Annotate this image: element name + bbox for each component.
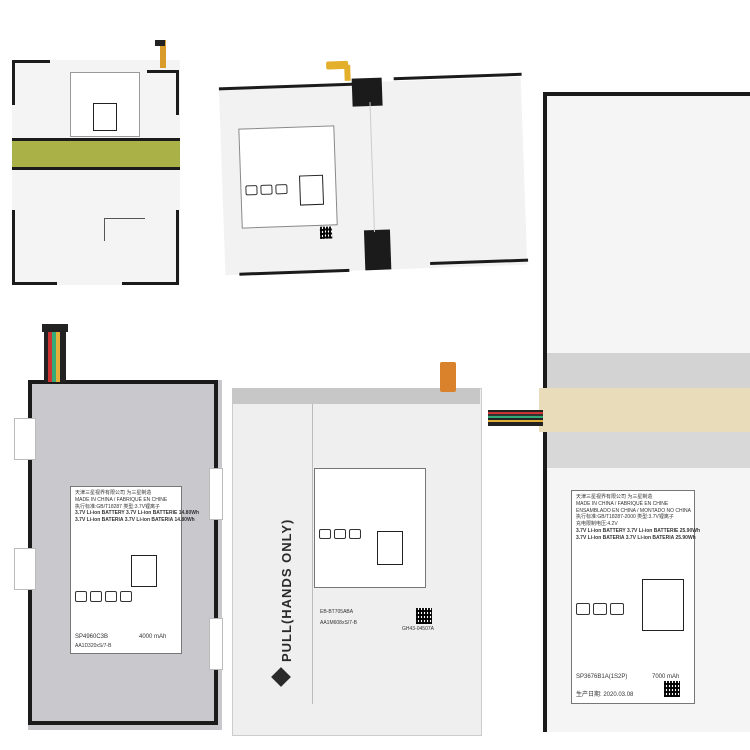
flex-connector bbox=[160, 40, 166, 68]
label-line: 天津三星视界有限公司 为三星制造 bbox=[576, 494, 653, 500]
recycle-bin-icon bbox=[298, 174, 325, 206]
cert-icon bbox=[349, 529, 361, 539]
cert-icons bbox=[245, 183, 288, 196]
cert-icon bbox=[260, 184, 273, 195]
cert-icon bbox=[90, 591, 102, 602]
label-line: 3.7V Li-ion BATTERY 3.7V Li-ion BATTERIE… bbox=[75, 510, 199, 517]
battery-bottom-left: 天津三星视界有限公司 为三星制造 MADE IN CHINA / FABRIQU… bbox=[14, 318, 223, 738]
white-tab bbox=[14, 548, 36, 590]
battery-label bbox=[238, 125, 338, 229]
recycle-bin-icon bbox=[642, 579, 684, 631]
flex-connector bbox=[440, 362, 456, 392]
serial-number: AA1M608xS/7-B bbox=[320, 620, 357, 626]
label-line: 天津三星视界有限公司 为三星制造 bbox=[75, 490, 152, 496]
flex-connector-tail bbox=[344, 64, 351, 81]
model-number: SP3676B1A(1S2P) bbox=[576, 674, 628, 680]
label-line: 充电限制电压:4.2V bbox=[576, 521, 618, 527]
battery-top-left bbox=[12, 40, 180, 285]
qr-code bbox=[664, 681, 680, 697]
frame-corner bbox=[147, 70, 179, 73]
frame-top bbox=[28, 380, 218, 384]
cert-icon bbox=[593, 603, 607, 615]
recycle-bin-icon bbox=[93, 103, 117, 131]
panel-mark bbox=[104, 218, 145, 241]
wire-bundle bbox=[44, 332, 66, 382]
label-line: 3.7V Li-ion BATERIA 3.7V Li-ion BATERIA … bbox=[576, 534, 696, 541]
white-tab bbox=[14, 418, 36, 460]
cert-icon bbox=[75, 591, 87, 602]
cell-divider bbox=[312, 404, 313, 704]
frame-corner bbox=[12, 60, 50, 63]
battery-label: 天津三星视界有限公司 为三星制造 MADE IN CHINA / FABRIQU… bbox=[571, 490, 700, 704]
frame-corner bbox=[176, 210, 179, 282]
part-number: GH43-04507A bbox=[402, 626, 434, 632]
cell-shading bbox=[547, 432, 750, 468]
frame-corner bbox=[176, 70, 179, 115]
cert-icon bbox=[610, 603, 624, 615]
center-tab-top bbox=[351, 77, 383, 107]
capacity: 4000 mAh bbox=[139, 634, 167, 640]
cert-icons bbox=[576, 603, 624, 615]
cert-icon bbox=[120, 591, 132, 602]
frame-corner bbox=[122, 282, 179, 285]
wire-connector bbox=[42, 324, 68, 332]
label-line: 执行标准:GB/T18287-2000 类型:3.7V锂离子 bbox=[576, 514, 674, 521]
frame-right bbox=[214, 380, 218, 725]
battery-label bbox=[314, 468, 426, 588]
recycle-bin-icon bbox=[377, 531, 403, 565]
capacity: 7000 mAh bbox=[652, 674, 680, 680]
pull-tab-text: PULL(HANDS ONLY) bbox=[279, 518, 294, 662]
center-tab-bottom bbox=[363, 229, 392, 271]
cert-icons bbox=[319, 529, 361, 539]
label-line: 3.7V Li-ion BATERIA 3.7V Li-ion BATERIA … bbox=[75, 517, 195, 523]
cert-icon bbox=[576, 603, 590, 615]
panel-shadow bbox=[232, 388, 480, 404]
white-tab bbox=[209, 468, 223, 520]
cert-icons bbox=[75, 591, 132, 602]
label-line: MADE IN CHINA / FABRIQUÉ EN CHINE bbox=[75, 496, 168, 503]
qr-code bbox=[319, 226, 333, 239]
battery-right-large: 天津三星视界有限公司 为三星制造 MADE IN CHINA / FABRIQU… bbox=[488, 88, 750, 738]
label-line: ENSAMBLADO EN CHINA / MONTADO NO CHINA bbox=[576, 507, 691, 514]
flex-connector-end bbox=[155, 40, 165, 46]
frame-bottom bbox=[28, 721, 218, 725]
qr-code bbox=[416, 608, 432, 624]
cert-icon bbox=[105, 591, 117, 602]
frame-top bbox=[543, 92, 750, 96]
cert-icon bbox=[334, 529, 346, 539]
wire-connector bbox=[488, 410, 543, 426]
adhesive-strip bbox=[12, 138, 180, 170]
cert-icon bbox=[275, 183, 288, 195]
battery-label: 天津三星视界有限公司 为三星制造 MADE IN CHINA / FABRIQU… bbox=[70, 486, 199, 654]
battery-label bbox=[70, 72, 140, 137]
recycle-bin-icon bbox=[131, 555, 157, 587]
model-number: SP4960C3B bbox=[75, 634, 109, 640]
label-line: 3.7V Li-ion BATTERY 3.7V Li-ion BATTERIE… bbox=[576, 527, 700, 534]
manufacture-date: 生产日期: 2020.03.08 bbox=[576, 692, 634, 698]
model-number: EB-BT705ABA bbox=[320, 609, 354, 615]
label-line: MADE IN CHINA / FABRIQUÉ EN CHINE bbox=[576, 500, 669, 507]
cell-shading bbox=[547, 353, 750, 388]
cert-icon bbox=[319, 529, 331, 539]
kapton-tape bbox=[539, 388, 750, 432]
frame-corner bbox=[12, 60, 15, 105]
serial-number: AA1D320xS/7-B bbox=[75, 643, 112, 649]
battery-top-center bbox=[218, 60, 529, 282]
frame-corner bbox=[12, 210, 15, 282]
white-tab bbox=[209, 618, 223, 670]
battery-bottom-center: PULL(HANDS ONLY) EB-BT705ABA AA1M608xS/7… bbox=[230, 362, 485, 742]
frame-corner bbox=[12, 282, 57, 285]
label-line: 执行标准:GB/T18287 类型:3.7V锂离子 bbox=[75, 503, 161, 510]
cert-icon bbox=[245, 185, 258, 196]
